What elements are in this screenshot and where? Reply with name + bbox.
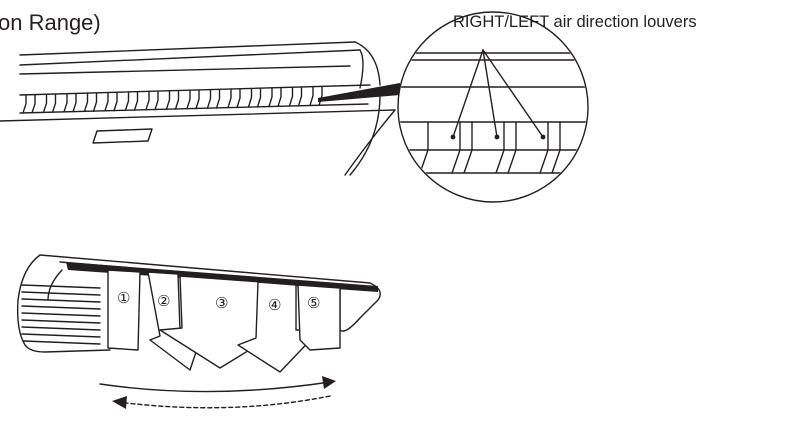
unit-outline-top [39, 254, 381, 319]
section-title: on Range) [0, 10, 101, 35]
louver-slats [22, 85, 323, 114]
airflow-arrow-4 [237, 281, 321, 373]
louver-slat [22, 94, 36, 114]
unit-top-edge-3 [19, 65, 351, 75]
swing-arrow-right [99, 381, 331, 393]
louver-callout-label: RIGHT/LEFT air direction louvers [453, 13, 697, 31]
louver-slat [309, 85, 323, 107]
swing-arrow-left [117, 395, 331, 409]
louver-slat [227, 88, 241, 109]
leader-line-1 [452, 49, 484, 138]
position-label-4: ④ [268, 296, 281, 314]
position-label-1: ① [117, 289, 130, 307]
louver-strip-top [19, 84, 371, 96]
louver-slat [42, 93, 57, 114]
indoor-unit-top-view [0, 41, 400, 176]
louver-slat [268, 87, 282, 108]
louver-slat [206, 88, 221, 109]
louver-slat [165, 90, 180, 110]
louver-slat [83, 92, 98, 112]
unit-top-corner [354, 41, 381, 86]
unit-side-curve [349, 94, 381, 176]
unit-top-edge-2 [19, 49, 361, 66]
louver-slat [124, 91, 139, 111]
leader-line-3 [482, 49, 544, 138]
unit-outline-left [16, 254, 111, 353]
unit-lower-curve [344, 109, 396, 176]
airflow-arrow-1 [107, 269, 141, 351]
leader-line-2 [482, 49, 498, 138]
unit-top-edge [19, 41, 356, 56]
louver-slat [145, 90, 159, 111]
louver-slat [247, 87, 262, 108]
magnifier-pointer [318, 83, 400, 102]
position-label-3: ③ [215, 294, 228, 312]
position-label-5: ⑤ [307, 294, 320, 312]
unit-lower-edge [0, 109, 396, 122]
louver-slat [63, 92, 77, 113]
display-window [92, 128, 153, 144]
louver-magnifier [397, 11, 589, 203]
swing-arrows [99, 376, 336, 409]
position-label-2: ② [157, 292, 170, 310]
unit-inner-corner [359, 49, 364, 89]
louver-slat [104, 91, 118, 112]
airflow-arrow-5 [297, 284, 341, 351]
airflow-arrows [107, 269, 341, 373]
louver-slat [186, 89, 200, 110]
louver-slat [288, 86, 303, 107]
